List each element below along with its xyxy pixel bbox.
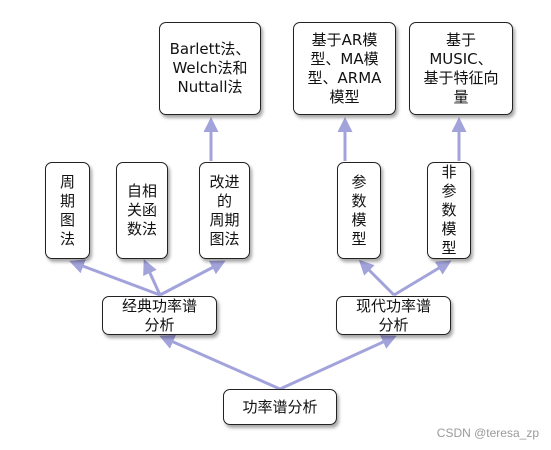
node-modern: 现代功率谱 分析	[336, 296, 451, 335]
node-classical: 经典功率谱 分析	[102, 296, 217, 335]
node-parametric-models: 基于AR模 型、MA模 型、ARMA 模型	[293, 22, 396, 115]
arrow-classical-to-autocorrelation	[143, 259, 162, 296]
node-root: 功率谱分析	[223, 389, 337, 425]
node-nonparametric: 非 参 数 模 型	[427, 162, 471, 259]
node-improved-methods: Barlett法、 Welch法和 Nuttall法	[159, 22, 261, 115]
arrow-root-to-modern	[279, 335, 397, 391]
node-improved-periodogram: 改进 的 周期 图法	[199, 162, 250, 259]
node-nonparametric-methods: 基于 MUSIC、 基于特征向 量	[409, 22, 513, 115]
arrow-classical-to-periodogram	[69, 259, 161, 297]
node-autocorrelation: 自相 关函 数法	[116, 162, 168, 259]
watermark: CSDN @teresa_zp	[436, 426, 539, 440]
node-parametric: 参 数 模 型	[337, 162, 381, 259]
arrow-modern-to-parametric	[358, 259, 396, 297]
arrow-modern-to-nonparametric	[393, 260, 452, 297]
arrow-classical-to-improved	[159, 260, 226, 297]
node-periodogram: 周 期 图 法	[45, 162, 90, 259]
arrow-root-to-classical	[159, 334, 281, 391]
